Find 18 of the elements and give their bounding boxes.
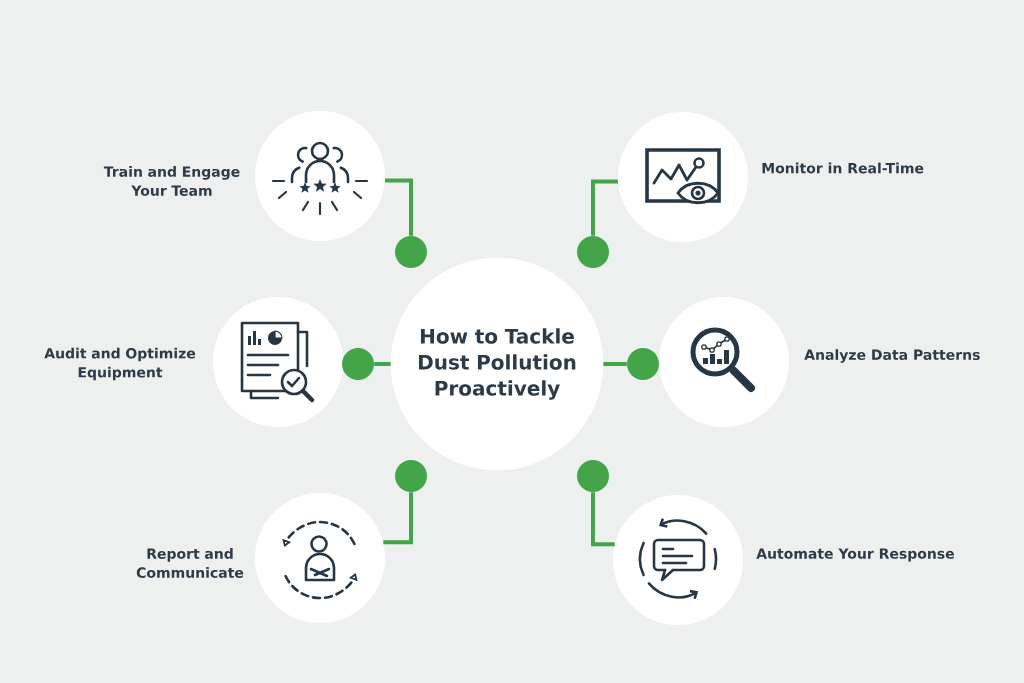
connector-line bbox=[591, 492, 615, 547]
item-label: Train and Engage Your Team bbox=[103, 166, 240, 196]
connector-dot bbox=[395, 236, 427, 268]
connector-dot bbox=[577, 460, 609, 492]
item-label: Report and Communicate bbox=[136, 548, 244, 578]
item-label: Automate Your Response bbox=[756, 548, 954, 562]
connector-line bbox=[383, 492, 413, 545]
connector-line bbox=[591, 179, 618, 236]
connector-dot bbox=[577, 236, 609, 268]
connector-dot bbox=[342, 348, 374, 380]
connector-line bbox=[603, 362, 627, 366]
item-label: Analyze Data Patterns bbox=[804, 349, 980, 363]
connector-line bbox=[374, 362, 391, 366]
connector-dot bbox=[395, 460, 427, 492]
item-label: Monitor in Real-Time bbox=[762, 162, 924, 174]
connector-line bbox=[385, 178, 413, 236]
connector-dot bbox=[627, 348, 659, 380]
item-label: Audit and Optimize Equipment bbox=[44, 347, 196, 381]
